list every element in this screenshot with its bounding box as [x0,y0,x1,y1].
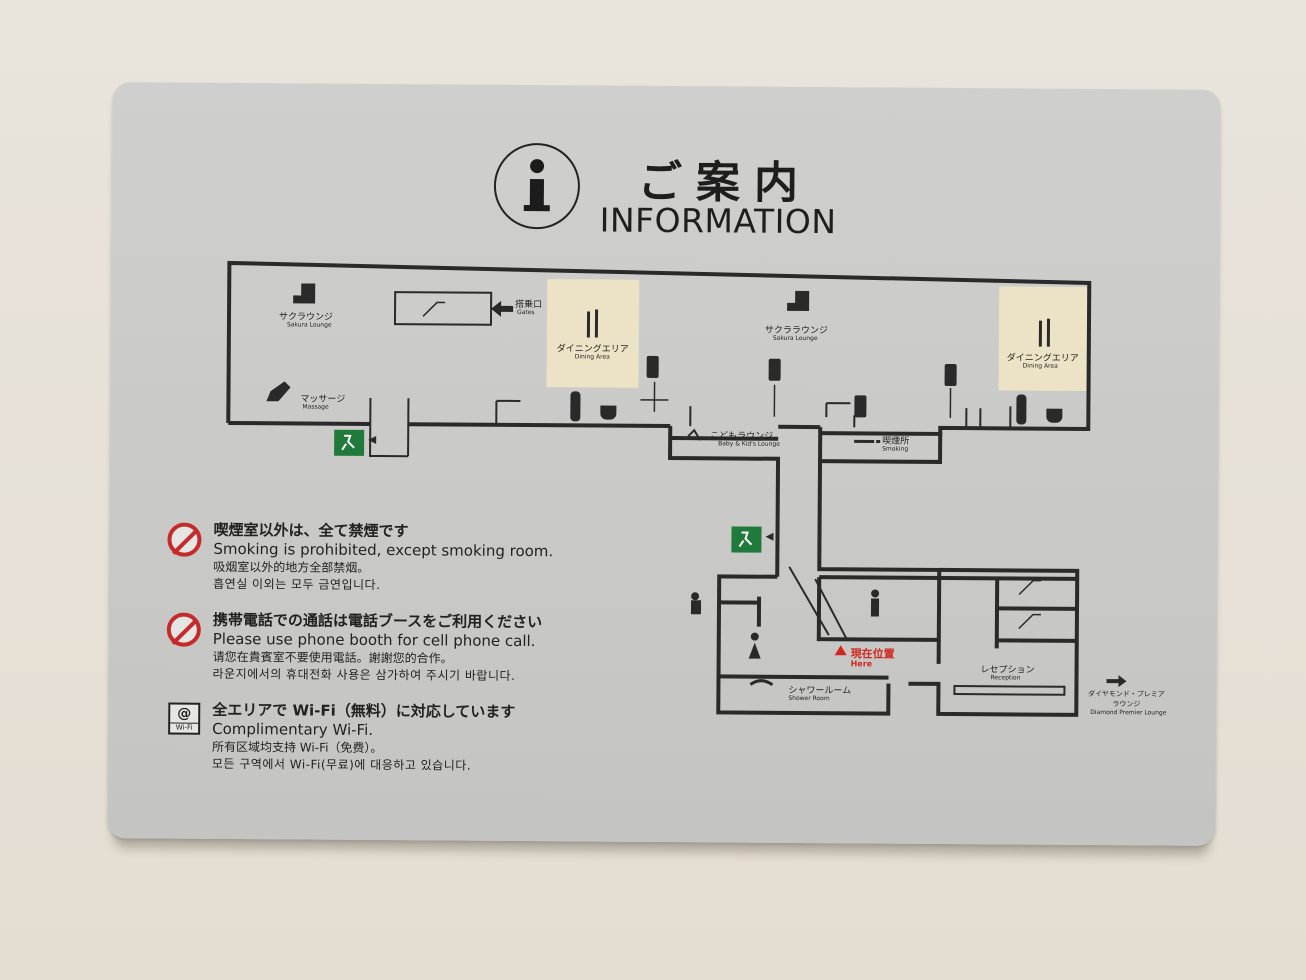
exit-sign-icons [334,429,774,553]
dining-area-right-shade [998,286,1088,391]
notice-heading: 喫煙室以外は、全て禁煙です [213,520,409,541]
dining-area-right-en: Dining Area [1022,362,1058,370]
no-smoking-icon [167,522,202,557]
kids-icon [687,428,702,441]
wifi-icon: @ Wi-Fi [168,702,201,735]
notice-korean: 흡연실 이외는 모두 금연입니다. [213,576,381,593]
reception-en: Reception [990,674,1021,682]
vase-icon-right [1016,394,1027,425]
vase-icon [570,391,581,422]
cup-icon [600,405,617,420]
shower-room-en: Shower Room [788,694,830,703]
notice-korean: 라운지에서의 휴대전화 사용은 삼가하여 주시기 바랍니다. [212,666,516,683]
smoking-room-en: Smoking [882,445,909,453]
lower-block-wall [716,574,891,716]
lounge-chair-icon-left [293,283,316,304]
diamond-lounge-label: ダイヤモンド・プレミア ラウンジ [1087,689,1165,709]
escalator-icon-upper [422,301,446,317]
dining-area-left-en: Dining Area [574,353,610,361]
escalator-icon-lower-2 [1018,613,1041,630]
sakura-lounge-center-en: Sakura Lounge [772,334,818,343]
phone-booth-icons [646,355,957,418]
here-marker-icon [834,645,847,656]
no-phone-icon [166,612,201,647]
notice-heading: 携帯電話での通話は電話ブースをご利用ください [212,610,543,632]
massage-chair-icon [266,381,291,402]
dining-area-left-shade [546,279,640,388]
shower-icon [749,679,774,687]
floor-map [226,260,1127,717]
lounge-chair-icon-center [787,290,810,312]
notice-korean: 모든 구역에서 Wi-Fi(무료)에 대응하고 있습니다. [211,756,472,773]
sakura-lounge-left-en: Sakura Lounge [286,321,332,329]
diamond-lounge-en: Diamond Premier Lounge [1090,708,1167,717]
notice-heading: 全エリアで Wi-Fi（無料）に対応しています [212,700,516,721]
massage-en: Massage [302,403,329,411]
upper-lounge-wall [226,260,1092,436]
information-sign: ご案内 INFORMATION [107,82,1221,846]
cup-icon-right [1046,408,1063,423]
current-location-en: Here [850,659,873,669]
gates-en: Gates [517,308,535,317]
escalator-icon-lower-1 [1018,579,1042,596]
kids-lounge-en: Baby & Kid's Lounge [718,440,780,448]
